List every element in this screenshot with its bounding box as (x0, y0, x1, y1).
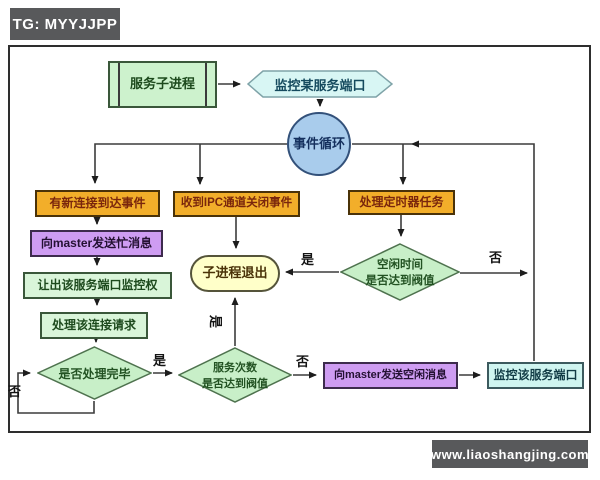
node-label: 服务子进程 (129, 76, 195, 92)
hexagon-shape (247, 70, 393, 98)
node-label-line1: 服务次数 (213, 362, 257, 374)
node-event-loop: 事件循环 (287, 112, 351, 176)
node-label: 监控该服务端口 (493, 367, 578, 382)
predefined-bar-left (118, 63, 120, 106)
node-label: 向master发送空闲消息 (333, 369, 448, 382)
node-new-connection-event: 有新连接到达事件 (35, 190, 160, 217)
watermark-bottom-text: www.liaoshangjing.com (430, 446, 590, 462)
node-timer-task: 处理定时器任务 (348, 190, 455, 215)
watermark-bottom-banner: www.liaoshangjing.com (430, 440, 590, 468)
diamond-shape (178, 347, 292, 403)
label-service-count-yes: 是 (208, 314, 224, 329)
label-idle-no: 否 (489, 250, 503, 265)
node-send-busy-to-master: 向master发送忙消息 (30, 230, 163, 257)
node-label: 事件循环 (292, 135, 345, 151)
node-label: 监控某服务端口 (274, 77, 366, 93)
node-child-process: 服务子进程 (108, 61, 217, 108)
node-label: 处理该连接请求 (51, 317, 136, 332)
diamond-shape (340, 243, 460, 301)
node-label: 向master发送忙消息 (40, 235, 153, 250)
node-send-idle-to-master: 向master发送空闲消息 (323, 362, 458, 389)
edge-return-to-eventloop (411, 140, 535, 361)
label-idle-yes: 是 (301, 252, 315, 267)
node-yield-port-monitor: 让出该服务端口监控权 (23, 272, 172, 299)
node-label: 让出该服务端口监控权 (37, 277, 158, 292)
node-idle-time-check: 空闲时间 是否达到阀值 (340, 243, 460, 301)
node-label: 处理定时器任务 (359, 194, 444, 209)
watermark-top-banner: TG: MYYJJPP (10, 8, 120, 40)
watermark-top-text: TG: MYYJJPP (12, 15, 118, 33)
edge-isdone-no-loop (17, 369, 95, 414)
node-label: 有新连接到达事件 (49, 195, 146, 210)
node-service-count-check: 服务次数 是否达到阀值 (178, 347, 292, 403)
node-ipc-close-event: 收到IPC通道关闭事件 (173, 191, 300, 217)
edge-eventloop-to-newconnection (91, 143, 287, 184)
node-is-done: 是否处理完毕 (37, 346, 152, 400)
node-handle-connection: 处理该连接请求 (40, 312, 148, 339)
node-monitor-this-port: 监控该服务端口 (487, 362, 584, 389)
node-label: 收到IPC通道关闭事件 (180, 197, 293, 210)
label-is-done-no: 否 (8, 384, 22, 399)
node-child-exit: 子进程退出 (190, 255, 280, 292)
diagram-border (8, 45, 591, 433)
node-label: 子进程退出 (202, 265, 268, 281)
node-label: 是否处理完毕 (58, 366, 131, 381)
predefined-bar-right (205, 63, 207, 106)
node-label-line1: 空闲时间 (377, 259, 423, 271)
diamond-shape (37, 346, 152, 400)
label-service-count-no: 否 (296, 354, 310, 369)
node-label-line2: 是否达到阀值 (202, 378, 268, 390)
label-is-done-yes: 是 (153, 353, 167, 368)
node-monitor-some-port: 监控某服务端口 (247, 70, 393, 98)
node-label-line2: 是否达到阀值 (365, 275, 435, 287)
